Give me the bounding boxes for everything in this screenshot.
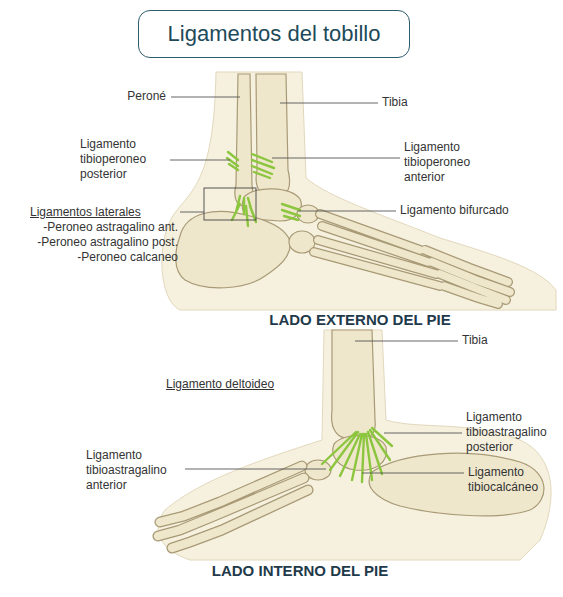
tibia-bone (332, 330, 376, 440)
leader-line (298, 211, 396, 212)
title-box: Ligamentos del tobillo (138, 10, 410, 58)
leader-line (384, 433, 462, 434)
lateral-ligaments (227, 152, 300, 226)
metatarsal-outline (158, 466, 308, 548)
part-label: Ligamento tibioperoneo anterior (404, 140, 499, 185)
part-label: Ligamento tibiocalcáneo (468, 465, 558, 495)
ligament-fibers (227, 152, 238, 170)
title-text: Ligamentos del tobillo (168, 21, 381, 47)
metatarsal-outline (314, 214, 510, 304)
part-label: Ligamento tibioastragalino anterior (86, 448, 181, 493)
ligament-fibers (232, 196, 256, 226)
part-label: Ligamento deltoideo (166, 377, 316, 392)
ligament-fibers (322, 428, 392, 482)
part-label: -Peroneo astragalino ant. (4, 220, 178, 235)
part-label: Peroné (96, 89, 166, 104)
part-label: Ligamentos laterales (30, 205, 176, 220)
part-label: Ligamento tibioastragalino posterior (466, 410, 558, 455)
view-caption: LADO INTERNO DEL PIE (140, 562, 460, 580)
skin-silhouette (162, 72, 556, 310)
bracket-box (204, 188, 256, 220)
part-label: -Peroneo astragalino post. (4, 235, 178, 250)
fibula-bone (235, 74, 253, 206)
tibia-bone (256, 74, 290, 196)
ligament-fibers (282, 204, 300, 220)
part-label: Tibia (382, 95, 462, 110)
leader-line (280, 103, 378, 104)
part-label: Tibia (462, 333, 542, 348)
metatarsal-bones (158, 466, 308, 548)
leader-line (180, 212, 204, 213)
metatarsal-fill (314, 214, 510, 304)
leader-line (171, 97, 240, 98)
metatarsal-fill (158, 466, 308, 548)
leader-line (355, 341, 458, 342)
leader-lines (185, 341, 464, 473)
part-label: Ligamento bifurcado (400, 203, 555, 218)
part-label: -Peroneo calcaneo (4, 250, 178, 265)
view-caption: LADO EXTERNO DEL PIE (200, 311, 520, 329)
metatarsal-bones (314, 214, 510, 304)
deltoid-ligament (322, 428, 392, 482)
leader-line (362, 473, 464, 474)
leader-line (272, 158, 400, 159)
calcaneus-bone (176, 211, 290, 288)
leader-line (185, 469, 326, 470)
part-label: Ligamento tibioperoneo posterior (80, 137, 166, 182)
leader-line (170, 160, 230, 161)
ligament-fibers (252, 154, 274, 178)
leader-lines (170, 97, 400, 212)
